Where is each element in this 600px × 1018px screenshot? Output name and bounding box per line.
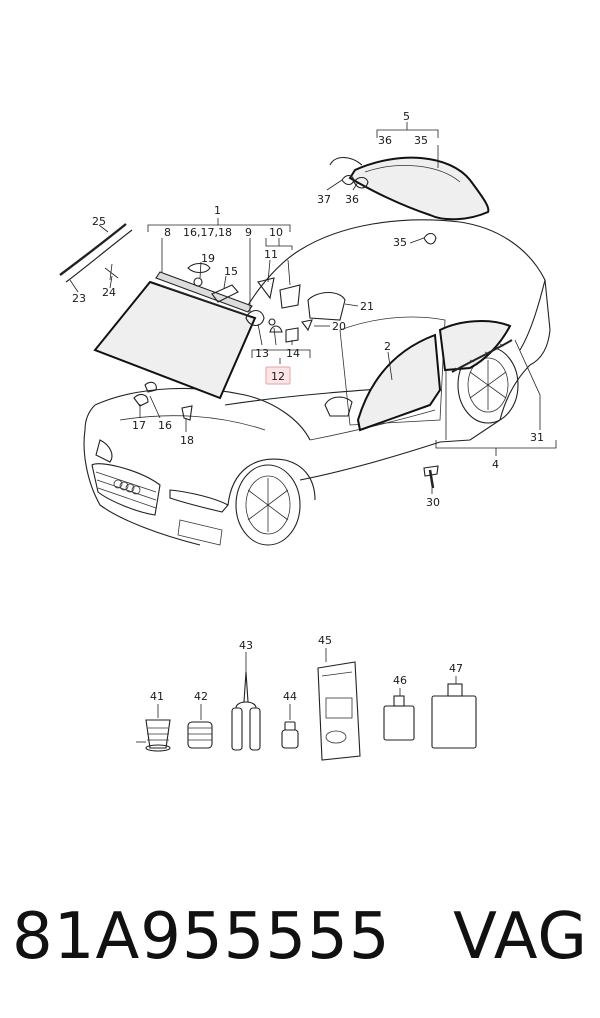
tape-roll-42 bbox=[187, 704, 213, 749]
callout-24: 24 bbox=[102, 286, 116, 299]
callout-36-top: 36 bbox=[378, 134, 392, 147]
sealant-bag-45 bbox=[317, 648, 361, 761]
callout-35-top: 35 bbox=[414, 134, 428, 147]
callout-10: 10 bbox=[269, 226, 283, 239]
accessory-items bbox=[136, 648, 477, 761]
callout-41: 41 bbox=[150, 690, 164, 703]
callout-16: 16 bbox=[158, 419, 172, 432]
callout-4: 4 bbox=[492, 458, 499, 471]
callout-8: 8 bbox=[164, 226, 171, 239]
activator-bottle-46 bbox=[383, 688, 415, 741]
callout-16-17-18: 16,17,18 bbox=[183, 226, 232, 239]
callout-9: 9 bbox=[245, 226, 252, 239]
adhesive-cartridge-43 bbox=[231, 652, 261, 751]
callout-35: 35 bbox=[393, 236, 407, 249]
callout-17: 17 bbox=[132, 419, 146, 432]
callout-45: 45 bbox=[318, 634, 332, 647]
callout-12: 12 bbox=[271, 370, 285, 383]
callout-36: 36 bbox=[345, 193, 359, 206]
callout-25: 25 bbox=[92, 215, 106, 228]
callout-5: 5 bbox=[403, 110, 410, 123]
callout-14: 14 bbox=[286, 347, 300, 360]
part-number: 81A955555 bbox=[12, 900, 391, 974]
callout-15: 15 bbox=[224, 265, 238, 278]
door-glass bbox=[356, 333, 442, 432]
small-bottle-44 bbox=[281, 704, 299, 749]
seal-strip bbox=[155, 271, 253, 313]
cleaner-bottle-47 bbox=[431, 676, 477, 749]
callout-18: 18 bbox=[180, 434, 194, 447]
callout-13: 13 bbox=[255, 347, 269, 360]
callout-47: 47 bbox=[449, 662, 463, 675]
callout-19: 19 bbox=[201, 252, 215, 265]
windshield bbox=[93, 280, 257, 400]
callout-2: 2 bbox=[384, 340, 391, 353]
quarter-window bbox=[438, 320, 513, 373]
rear-window bbox=[329, 156, 490, 245]
clip-parts bbox=[133, 262, 346, 421]
callout-31: 31 bbox=[530, 431, 544, 444]
callout-20: 20 bbox=[332, 320, 346, 333]
callout-44: 44 bbox=[283, 690, 297, 703]
callout-46: 46 bbox=[393, 674, 407, 687]
wiper-strips bbox=[59, 223, 133, 283]
callout-11: 11 bbox=[264, 248, 278, 261]
highlight-box bbox=[265, 366, 291, 385]
callout-37: 37 bbox=[317, 193, 331, 206]
callout-23: 23 bbox=[72, 292, 86, 305]
callout-43: 43 bbox=[239, 639, 253, 652]
leader-lines bbox=[69, 122, 557, 494]
callout-21: 21 bbox=[360, 300, 374, 313]
brand-label: VAG bbox=[453, 900, 588, 974]
accessory-labels: 43 45 47 41 42 44 46 bbox=[150, 634, 463, 703]
callout-30: 30 bbox=[426, 496, 440, 509]
callout-1: 1 bbox=[214, 204, 221, 217]
callout-42: 42 bbox=[194, 690, 208, 703]
audi-rings-logo bbox=[113, 479, 141, 495]
callout-labels: 5 36 35 37 36 35 1 8 16,17,18 9 10 25 19… bbox=[72, 110, 544, 509]
bolt bbox=[423, 465, 439, 489]
primer-roll-41 bbox=[136, 704, 171, 752]
footer: 81A955555 VAG bbox=[12, 892, 588, 982]
